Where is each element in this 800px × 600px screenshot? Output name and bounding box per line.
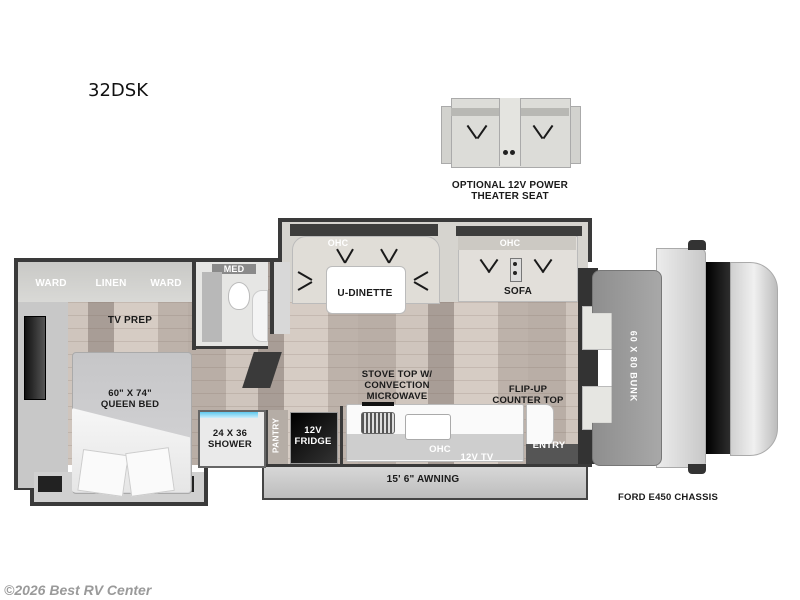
- bed-label: 60" X 74" QUEEN BED: [80, 388, 180, 410]
- bunk-label: 60 X 80 BUNK: [628, 330, 639, 403]
- med-label: MED: [223, 264, 245, 274]
- flip-counter-label: FLIP-UP COUNTER TOP: [488, 384, 568, 406]
- dinette-ohc[interactable]: [290, 224, 438, 236]
- pantry[interactable]: [266, 410, 288, 464]
- sofa-label: SOFA: [503, 286, 533, 297]
- stove-icon: [361, 412, 395, 434]
- dinette-table[interactable]: [326, 266, 406, 314]
- shower-size-label: 24 X 36: [212, 428, 248, 439]
- shower[interactable]: [198, 410, 266, 468]
- stove-label-line2: CONVECTION: [364, 380, 430, 391]
- fridge-type-label: FRIDGE: [294, 436, 332, 447]
- entry-step[interactable]: [526, 444, 580, 464]
- tv-prep-label: TV PREP: [107, 315, 153, 326]
- ohc-galley-label: OHC: [429, 444, 451, 455]
- sofa-ohc[interactable]: [456, 226, 582, 236]
- tv-label: 12V TV: [460, 452, 494, 463]
- fridge-voltage-label: 12V: [304, 425, 322, 436]
- optional-seat-label-line1: OPTIONAL 12V POWER: [451, 180, 569, 191]
- optional-theater-seat: [441, 96, 581, 168]
- pantry-label: PANTRY: [270, 417, 281, 454]
- toilet-icon: [228, 282, 250, 310]
- sink-icon: [252, 290, 268, 342]
- cab-seat-bottom[interactable]: [582, 386, 614, 430]
- bed-size-label: 60" X 74": [108, 388, 152, 399]
- pillow-left: [77, 449, 129, 497]
- stove-label: STOVE TOP W/ CONVECTION MICROWAVE: [352, 369, 442, 402]
- mirror-top: [688, 240, 706, 250]
- linen-label: LINEN: [95, 278, 127, 289]
- engine-hood: [730, 262, 778, 456]
- bath-door[interactable]: [202, 272, 222, 342]
- flip-label-line2: COUNTER TOP: [492, 395, 564, 406]
- window-rear-left: [38, 476, 62, 492]
- bed-type-label: QUEEN BED: [100, 399, 160, 410]
- ward-right-label: WARD: [150, 278, 182, 289]
- window-left: [24, 316, 46, 400]
- shower-water-line: [200, 412, 258, 418]
- ohc-sofa-label: OHC: [499, 238, 521, 248]
- stove-label-line3: MICROWAVE: [366, 391, 428, 402]
- pillow-right: [125, 447, 175, 497]
- flip-up-counter[interactable]: [526, 404, 554, 446]
- dinette-partition: [270, 262, 290, 334]
- optional-seat-label-line2: THEATER SEAT: [471, 191, 549, 202]
- model-name: 32DSK: [88, 80, 148, 101]
- wardrobe-right[interactable]: [138, 262, 194, 302]
- awning: [262, 466, 588, 500]
- chassis-label: FORD E450 CHASSIS: [617, 492, 718, 503]
- med-cabinet[interactable]: [212, 264, 256, 274]
- fridge[interactable]: [290, 412, 338, 464]
- awning-label: 15' 6" AWNING: [386, 474, 460, 485]
- dinette-label: U-DINETTE: [337, 288, 393, 299]
- fridge-label: 12V FRIDGE: [290, 425, 336, 447]
- wardrobe-left[interactable]: [18, 262, 85, 302]
- shower-type-label: SHOWER: [208, 439, 252, 450]
- shower-label: 24 X 36 SHOWER: [198, 428, 262, 450]
- optional-seat-label: OPTIONAL 12V POWER THEATER SEAT: [440, 180, 580, 202]
- sink-galley-icon: [405, 414, 451, 440]
- cab-hood: [656, 248, 706, 468]
- copyright: ©2026 Best RV Center: [4, 582, 152, 598]
- microwave-bar: [362, 402, 394, 406]
- ohc-dinette-label: OHC: [327, 238, 349, 248]
- entry-label: ENTRY: [532, 440, 566, 451]
- flip-label-line1: FLIP-UP: [508, 384, 548, 395]
- stove-label-line1: STOVE TOP W/: [361, 369, 433, 380]
- mirror-bottom: [688, 464, 706, 474]
- ward-left-label: WARD: [35, 278, 67, 289]
